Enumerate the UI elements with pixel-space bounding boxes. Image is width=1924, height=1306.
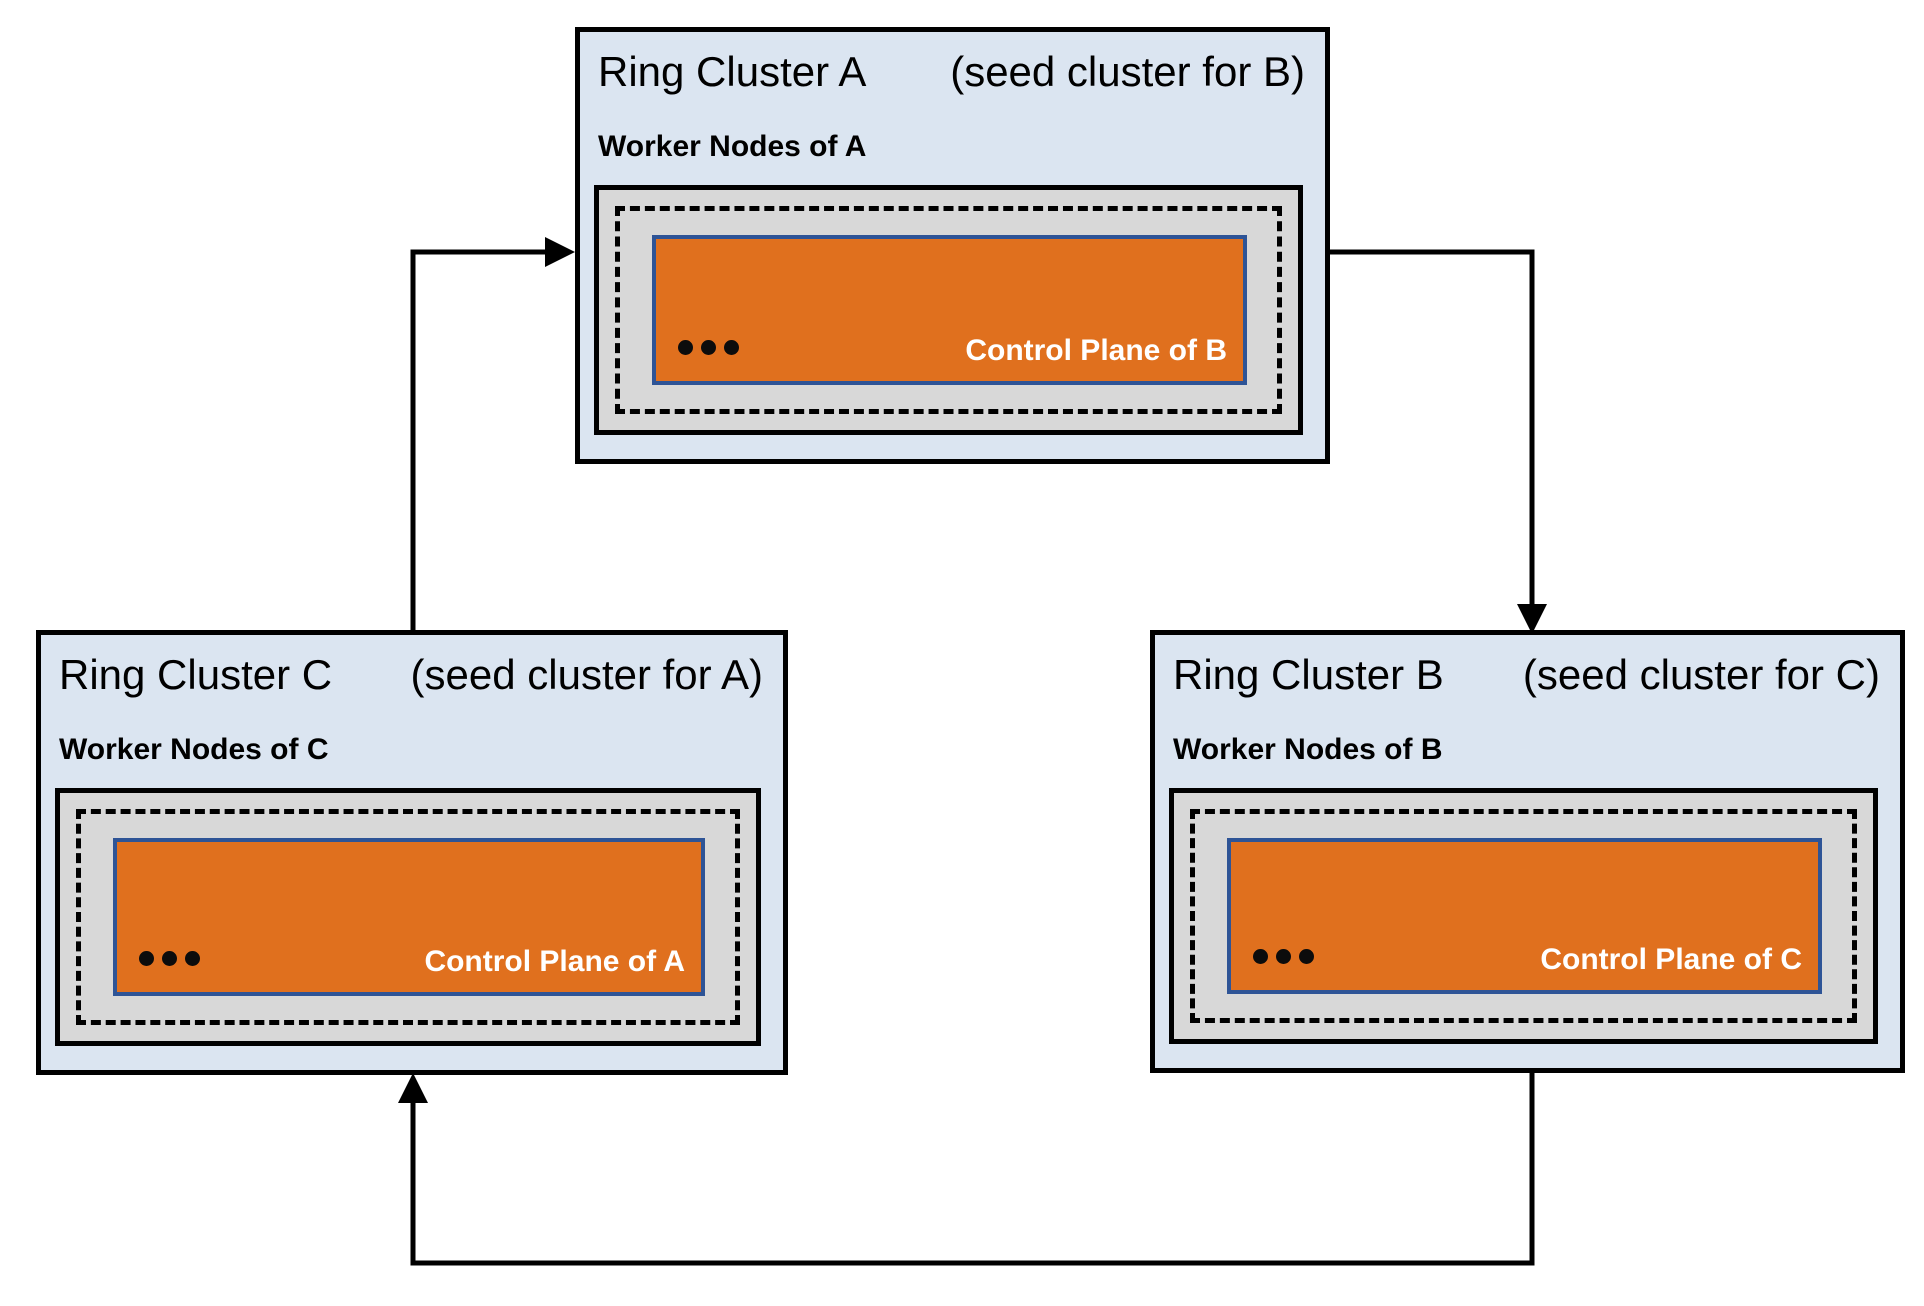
dot-icon <box>1276 949 1291 964</box>
dot-icon <box>139 951 154 966</box>
arrow-b-to-c <box>398 1073 1535 1266</box>
dot-icon <box>678 340 693 355</box>
worker-nodes-label: Worker Nodes of B <box>1173 733 1443 766</box>
dashed-zone: Control Plane of C <box>1190 809 1857 1023</box>
ellipsis-icon <box>678 340 739 355</box>
dot-icon <box>701 340 716 355</box>
control-plane-box: Control Plane of A <box>113 838 705 996</box>
arrow-a-to-b <box>1330 249 1547 634</box>
ellipsis-icon <box>139 951 200 966</box>
dot-icon <box>185 951 200 966</box>
cluster-title-row: Ring Cluster B (seed cluster for C) <box>1173 651 1880 699</box>
cluster-title-row: Ring Cluster A (seed cluster for B) <box>598 48 1305 96</box>
control-plane-label: Control Plane of C <box>1540 943 1802 976</box>
cluster-box-c: Ring Cluster C (seed cluster for A) Work… <box>36 630 788 1075</box>
dot-icon <box>162 951 177 966</box>
cluster-name: Ring Cluster A <box>598 48 867 95</box>
control-plane-label: Control Plane of A <box>424 945 685 978</box>
cluster-name: Ring Cluster B <box>1173 651 1444 698</box>
dashed-zone: Control Plane of A <box>76 809 740 1025</box>
cluster-name: Ring Cluster C <box>59 651 333 698</box>
seed-note: (seed cluster for A) <box>410 651 763 698</box>
control-plane-label: Control Plane of B <box>965 334 1227 367</box>
arrow-c-to-a <box>410 237 575 630</box>
seed-note: (seed cluster for C) <box>1522 651 1880 698</box>
worker-nodes-label: Worker Nodes of A <box>598 130 867 163</box>
worker-node-pool: Control Plane of A <box>55 788 761 1046</box>
dot-icon <box>1299 949 1314 964</box>
dashed-zone: Control Plane of B <box>615 206 1282 414</box>
cluster-box-a: Ring Cluster A (seed cluster for B) Work… <box>575 27 1330 464</box>
cluster-title-row: Ring Cluster C (seed cluster for A) <box>59 651 763 699</box>
seed-note: (seed cluster for B) <box>950 48 1305 95</box>
control-plane-box: Control Plane of B <box>652 235 1247 385</box>
worker-node-pool: Control Plane of C <box>1169 788 1878 1044</box>
cluster-box-b: Ring Cluster B (seed cluster for C) Work… <box>1150 630 1905 1073</box>
worker-nodes-label: Worker Nodes of C <box>59 733 329 766</box>
dot-icon <box>724 340 739 355</box>
worker-node-pool: Control Plane of B <box>594 185 1303 435</box>
ellipsis-icon <box>1253 949 1314 964</box>
dot-icon <box>1253 949 1268 964</box>
control-plane-box: Control Plane of C <box>1227 838 1822 994</box>
